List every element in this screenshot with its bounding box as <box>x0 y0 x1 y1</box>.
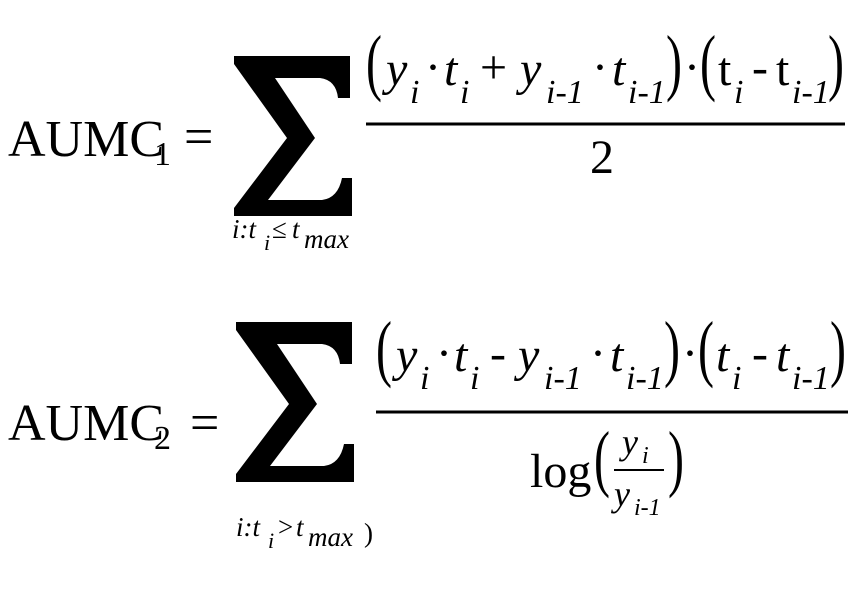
inner-num-sub: i <box>642 443 649 469</box>
open-paren: ( <box>594 417 610 500</box>
var-t4: t <box>776 43 790 96</box>
dot-operator: · <box>436 327 452 380</box>
limit-trailing-paren: ) <box>364 518 373 548</box>
var-y: y <box>396 329 418 382</box>
var-y2-sub: i-1 <box>546 74 584 111</box>
limit-bound-sub: max <box>308 522 353 552</box>
close-paren: ) <box>666 21 682 104</box>
open-paren: ( <box>366 21 382 104</box>
var-y: y <box>386 43 408 96</box>
open-paren: ( <box>698 307 714 390</box>
var-t2-sub: i-1 <box>626 360 664 397</box>
dot-operator: · <box>682 327 698 380</box>
var-y-sub: i <box>420 360 430 397</box>
var-t4-sub: i-1 <box>792 360 830 397</box>
dot-operator: · <box>684 41 700 94</box>
summation-sigma-icon <box>236 322 354 482</box>
summation-sigma-icon <box>234 56 352 216</box>
formula-1-graphics <box>234 56 845 216</box>
open-paren: ( <box>376 307 392 390</box>
var-t3-sub: i <box>732 360 742 397</box>
minus-operator: - <box>752 41 768 94</box>
formula-2-graphics <box>236 322 848 482</box>
var-t-sub: i <box>470 360 480 397</box>
var-t3-sub: i <box>734 74 744 111</box>
close-paren: ) <box>828 21 844 104</box>
denominator: 2 <box>590 131 614 184</box>
var-y2: y <box>520 43 542 96</box>
equals-sign: = <box>190 395 220 452</box>
dot-operator: · <box>425 41 441 94</box>
formula-1: AUMC 1 = ( y i · t i + y i-1 · t i-1 ) ·… <box>0 20 868 290</box>
var-t-sub: i <box>460 74 470 111</box>
inner-num-y: y <box>622 422 638 462</box>
limit-index: i:t <box>232 214 256 244</box>
open-paren: ( <box>700 21 716 104</box>
minus-operator: - <box>752 327 768 380</box>
limit-bound-sub: max <box>304 224 349 254</box>
var-t: t <box>444 43 458 96</box>
close-paren: ) <box>668 417 684 500</box>
var-t3: t <box>716 329 730 382</box>
var-y2: y <box>518 329 540 382</box>
var-t2: t <box>610 329 624 382</box>
dot-operator: · <box>590 327 606 380</box>
var-t3: t <box>718 43 732 96</box>
lhs-label: AUMC <box>8 395 165 452</box>
limit-bound: t <box>296 512 304 542</box>
var-y-sub: i <box>410 74 420 111</box>
formula-2: AUMC 2 = ( y i · t i - y i-1 · t i-1 ) ·… <box>0 306 868 576</box>
inner-den-sub: i-1 <box>634 495 661 521</box>
inner-den-y: y <box>614 474 630 514</box>
limit-index-sub: i <box>264 230 271 255</box>
log-function: log <box>530 445 592 498</box>
minus-operator: - <box>490 327 506 380</box>
var-t: t <box>454 329 468 382</box>
var-y2-sub: i-1 <box>544 360 582 397</box>
var-t4: t <box>776 329 790 382</box>
lhs-subscript: 1 <box>154 136 171 173</box>
dot-operator: · <box>592 41 608 94</box>
lhs-label: AUMC <box>8 111 165 168</box>
plus-operator: + <box>480 41 508 94</box>
var-t2: t <box>612 43 626 96</box>
equals-sign: = <box>184 109 214 166</box>
close-paren: ) <box>664 307 680 390</box>
limit-index-sub: i <box>268 528 275 553</box>
close-paren: ) <box>830 307 846 390</box>
var-t2-sub: i-1 <box>628 74 666 111</box>
limit-index: i:t <box>236 512 260 542</box>
limit-bound: t <box>292 214 300 244</box>
lhs-subscript: 2 <box>154 420 171 457</box>
var-t4-sub: i-1 <box>792 74 830 111</box>
limit-relation: > <box>278 512 294 542</box>
limit-relation: ≤ <box>272 214 287 244</box>
